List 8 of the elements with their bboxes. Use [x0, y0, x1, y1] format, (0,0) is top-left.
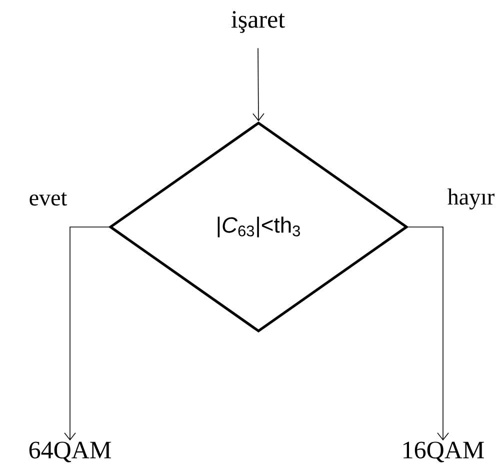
arrow	[252, 113, 264, 122]
edge-label: evet	[30, 192, 68, 206]
arrow	[408, 226, 449, 440]
arrow	[64, 226, 110, 440]
edge-label: hayır	[448, 188, 494, 210]
node-text: işaret	[231, 11, 285, 33]
node-text: 16QAM	[404, 442, 484, 462]
node-text: 64QAM	[29, 442, 111, 462]
